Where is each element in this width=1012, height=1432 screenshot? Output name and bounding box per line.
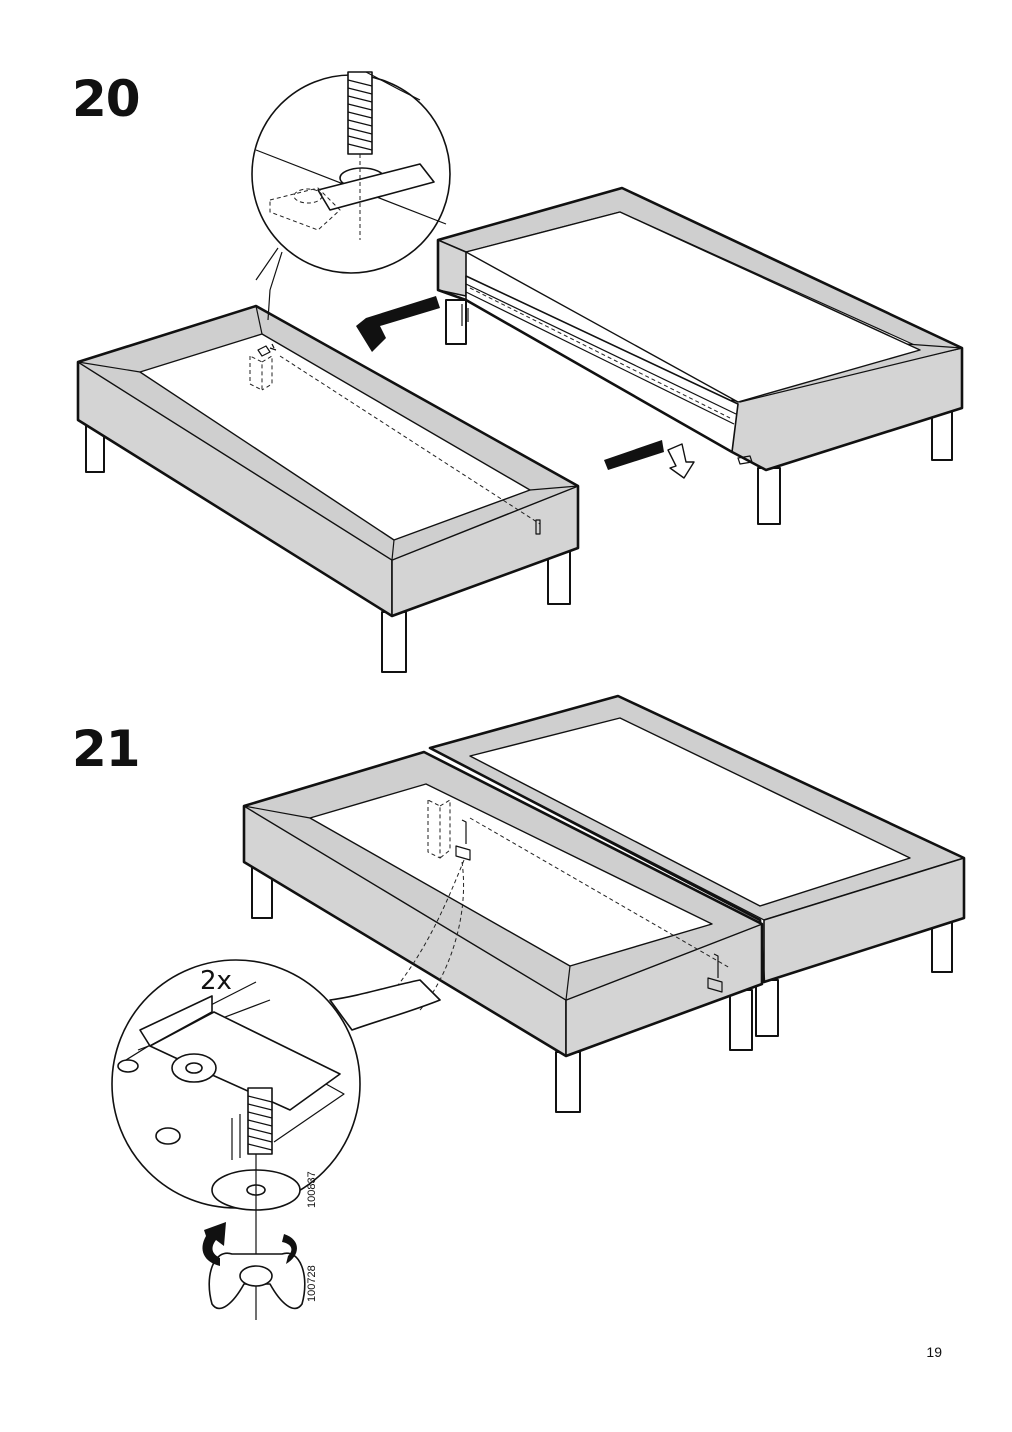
bed-leg xyxy=(757,467,781,525)
step-21-number: 21 xyxy=(72,720,141,778)
step-20-number: 20 xyxy=(72,70,141,128)
step-20-illustration xyxy=(76,71,964,673)
quantity-label: 2x xyxy=(200,966,232,996)
move-arrow-icon xyxy=(356,296,440,352)
bed-leg xyxy=(755,979,779,1037)
page-number: 19 xyxy=(926,1344,942,1360)
bed-leg xyxy=(381,611,407,673)
left-bed-base xyxy=(76,304,580,673)
rotate-arrow-icon xyxy=(202,1222,226,1266)
part-number-washer: 100837 xyxy=(306,1171,318,1208)
move-arrow-icon xyxy=(604,440,664,470)
step-21-illustration xyxy=(111,694,966,1320)
bed-leg xyxy=(445,299,467,345)
part-number-wing-nut: 100728 xyxy=(306,1265,318,1302)
right-bed-base xyxy=(436,186,964,525)
detail-magnifier-21 xyxy=(111,959,441,1320)
down-arrow-icon xyxy=(667,443,695,479)
detail-magnifier-20 xyxy=(251,71,451,321)
bed-leg xyxy=(729,989,753,1051)
rotate-arrow-icon xyxy=(282,1234,297,1264)
bed-leg xyxy=(555,1051,581,1113)
